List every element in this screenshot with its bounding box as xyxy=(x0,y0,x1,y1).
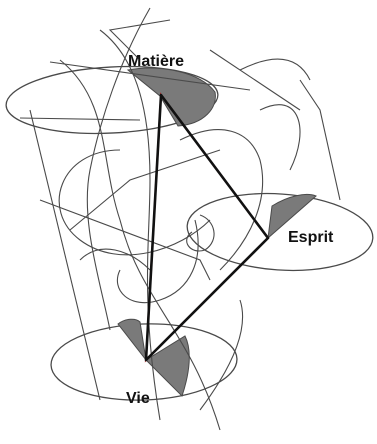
label-esprit: Esprit xyxy=(288,229,334,246)
label-matiere: Matière xyxy=(128,53,184,70)
triangle-outline xyxy=(146,95,268,360)
esprit-ellipse xyxy=(185,188,376,277)
triangle-outline-accent xyxy=(146,95,268,360)
triangle xyxy=(146,95,268,360)
vie-wedge xyxy=(118,319,146,360)
label-vie: Vie xyxy=(126,390,150,407)
